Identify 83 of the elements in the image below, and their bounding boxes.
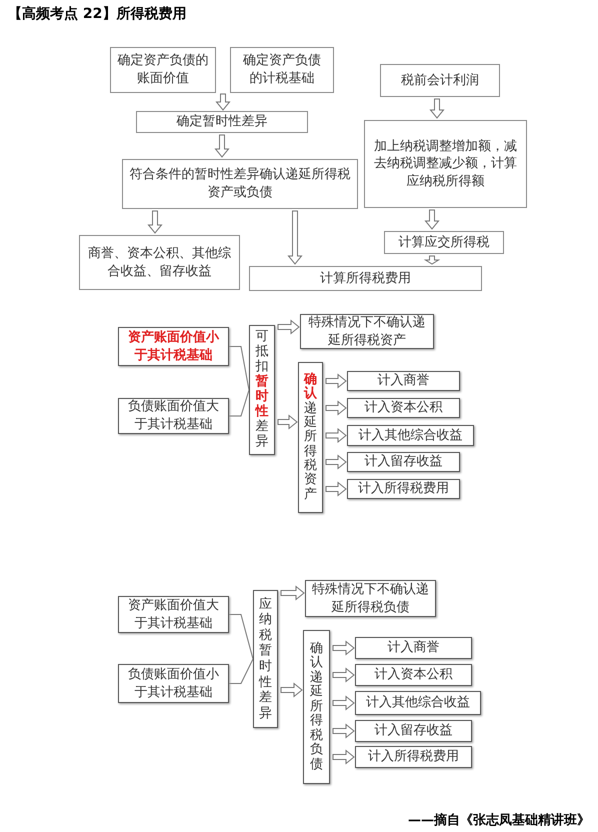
process-box	[249, 325, 275, 455]
block-arrow	[326, 400, 347, 416]
box-label: 负债账面价值大于其计税基础	[127, 398, 220, 434]
process-box	[364, 120, 527, 208]
process-box	[347, 425, 474, 446]
process-box	[118, 596, 229, 633]
block-arrow	[326, 454, 347, 470]
box-label: 特殊情况下不确认递延所得税资产	[308, 314, 426, 350]
process-box	[118, 398, 229, 434]
box-label: 计入商誉	[388, 639, 440, 657]
process-box	[79, 235, 240, 290]
block-arrow	[278, 414, 298, 430]
box-label: 可抵扣暂时性差异	[256, 330, 268, 450]
box-label: 资产账面价值小于其计税基础	[127, 328, 220, 364]
process-box	[347, 371, 460, 391]
process-box	[347, 452, 460, 472]
box-label: 加上纳税调整增加额，减去纳税调整减少额，计算应纳税所得额	[373, 138, 518, 190]
process-box	[118, 664, 229, 703]
process-box	[355, 746, 472, 768]
block-arrow	[280, 682, 303, 698]
block-arrow	[287, 210, 303, 265]
box-label: 计算应交所得税	[398, 234, 490, 252]
box-label: 计入所得税费用	[358, 480, 449, 498]
block-arrow	[429, 98, 445, 119]
box-label: 确认递延所得税资产	[304, 373, 317, 502]
block-arrow	[326, 428, 347, 444]
connector-line	[228, 390, 250, 416]
process-box	[355, 691, 481, 715]
box-label: 确定资产负债的计税基础	[242, 52, 322, 88]
process-box	[253, 590, 278, 728]
process-box	[118, 327, 229, 366]
block-arrow	[332, 749, 355, 765]
box-label: 确认递延所得税负债	[310, 642, 323, 772]
process-box	[347, 398, 460, 418]
process-box	[347, 479, 460, 499]
process-box	[355, 720, 472, 742]
box-label: 资产账面价值大于其计税基础	[127, 596, 220, 632]
block-arrow	[147, 210, 163, 234]
connector-line	[228, 658, 254, 684]
title: 【高频考点 22】所得税费用	[8, 5, 186, 23]
box-label: 负债账面价值小于其计税基础	[127, 666, 220, 702]
block-arrow	[214, 134, 230, 158]
block-arrow	[278, 319, 300, 335]
block-arrow	[280, 585, 305, 601]
block-arrow	[332, 640, 355, 656]
box-label: 计入资本公积	[364, 399, 442, 417]
box-label: 税前会计利润	[401, 72, 479, 90]
box-label: 计入商誉	[378, 372, 430, 390]
box-label: 应纳税暂时性差异	[259, 596, 272, 722]
box-label: 计入其他综合收益	[358, 426, 462, 444]
block-arrow	[215, 94, 231, 111]
connector-line	[228, 346, 250, 390]
process-box	[355, 637, 472, 659]
block-arrow	[424, 210, 440, 230]
box-label: 计入留存收益	[364, 453, 442, 471]
process-box	[249, 266, 482, 291]
block-arrow	[424, 256, 440, 265]
caption: ——摘自《张志凤基础精讲班》	[408, 812, 590, 829]
process-box	[355, 664, 472, 686]
process-box	[230, 47, 334, 93]
block-arrow	[332, 695, 355, 711]
connector-line	[228, 614, 254, 660]
process-box	[110, 47, 216, 93]
box-label: 符合条件的暂时性差异确认递延所得税资产或负债	[129, 166, 351, 202]
box-label: 计入所得税费用	[368, 748, 459, 766]
block-arrow	[326, 481, 347, 497]
box-label: 特殊情况下不确认递延所得税负债	[312, 580, 429, 616]
box-label: 确定资产负债的账面价值	[117, 52, 209, 88]
box-label: 计算所得税费用	[320, 270, 411, 288]
process-box	[136, 111, 308, 133]
box-label: 确定暂时性差异	[176, 113, 268, 131]
process-box	[384, 231, 504, 254]
process-box	[380, 64, 500, 97]
block-arrow	[332, 723, 355, 739]
block-arrow	[332, 667, 355, 683]
block-arrow	[326, 373, 347, 389]
process-box	[122, 159, 358, 209]
box-label: 计入留存收益	[374, 722, 452, 740]
box-label: 计入其他综合收益	[366, 694, 470, 712]
process-box	[298, 362, 323, 513]
box-label: 商誉、资本公积、其他综合收益、留存收益	[87, 244, 232, 280]
box-label: 计入资本公积	[374, 666, 452, 684]
process-box	[303, 630, 330, 784]
